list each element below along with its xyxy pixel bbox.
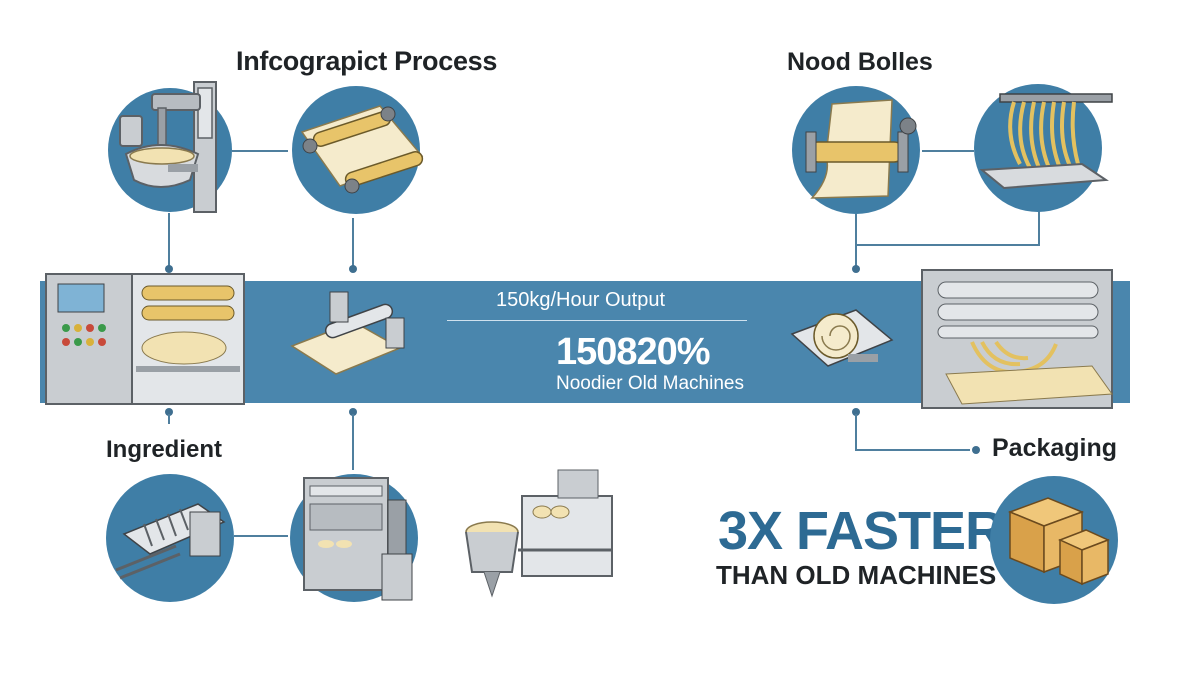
faster-main: 3X FASTER (718, 501, 1004, 561)
connector-dot (972, 446, 980, 454)
output-divider (447, 320, 747, 321)
spiral-cutter-icon (790, 309, 894, 367)
control-panel-machine-icon (45, 273, 245, 405)
sub-value: Noodier Old Machines (556, 373, 744, 394)
steamer-machine-icon (303, 477, 413, 601)
output-label: 150kg/Hour Output (496, 289, 665, 311)
connector-conveyor-to-steamer (234, 535, 288, 537)
connector-to-packaging (855, 449, 970, 451)
frying-line-icon (465, 469, 613, 598)
faster-sub: THAN OLD MACHINES (716, 560, 997, 590)
noodle-strands-icon (979, 93, 1113, 190)
connector-band-down-left (168, 414, 170, 424)
connector-horizontal-right (855, 244, 1040, 246)
packaging-boxes-icon (1007, 497, 1110, 586)
connector-band-down-mid (352, 414, 354, 470)
noodles-circle (974, 84, 1102, 212)
connector-dot (852, 408, 860, 416)
packaging-label: Packaging (992, 434, 1118, 462)
connector-mixer-down (168, 213, 170, 267)
cutter-roller-icon (290, 291, 405, 375)
connector-dot (349, 408, 357, 416)
roller-sheeter-icon (805, 99, 917, 199)
noodle-production-machine-icon (921, 269, 1113, 409)
connector-dot (165, 265, 173, 273)
connector-sheeter-down (855, 214, 857, 266)
nood-bolles-title: Nood Bolles (787, 48, 933, 76)
connector-sheeter-to-noodles (922, 150, 974, 152)
connector-dot (852, 265, 860, 273)
sheet-rollers-icon (300, 105, 424, 194)
connector-rollers-down (352, 218, 354, 268)
dough-mixer-icon (119, 81, 217, 213)
big-value: 150820% (556, 331, 711, 373)
connector-mixer-to-rollers (232, 150, 288, 152)
connector-band-down-right (855, 414, 857, 450)
ingredient-label: Ingredient (106, 436, 223, 463)
conveyor-feeder-icon (115, 503, 226, 580)
connector-dot (165, 408, 173, 416)
connector-noodles-down (1038, 205, 1040, 245)
connector-dot (349, 265, 357, 273)
process-title: Infcograpict Process (236, 46, 498, 76)
